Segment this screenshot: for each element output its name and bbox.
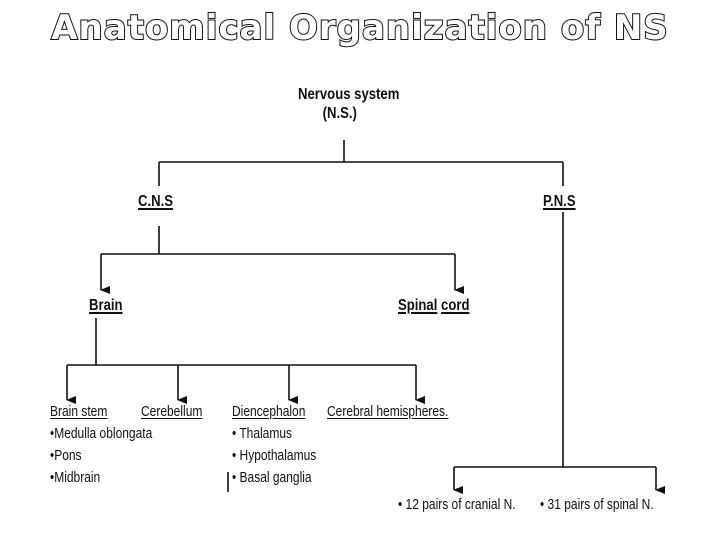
- cerebellum-group: Cerebellum: [141, 401, 202, 423]
- brain-node: Brain: [89, 297, 123, 314]
- pns-spinal-nerves: • 31 pairs of spinal N.: [540, 496, 654, 513]
- brain-stem-group: Brain stem •Medulla oblongata •Pons •Mid…: [50, 401, 152, 489]
- pns-cranial-nerves: • 12 pairs of cranial N.: [398, 496, 516, 513]
- spinal-cord-node: Spinal cord: [398, 296, 469, 315]
- spinal-cord-word2: cord: [441, 297, 470, 314]
- brain-stem-item: •Midbrain: [50, 469, 101, 486]
- pns-node: P.N.S: [543, 193, 576, 210]
- cns-node: C.N.S: [138, 193, 173, 210]
- root-label-line1: Nervous system: [298, 86, 400, 103]
- cerebral-hemispheres-heading: Cerebral hemispheres.: [327, 403, 449, 420]
- cerebral-hemispheres-group: Cerebral hemispheres.: [327, 401, 448, 423]
- diencephalon-item: • Hypothalamus: [232, 447, 317, 464]
- spinal-cord-word1: Spinal: [398, 297, 438, 314]
- diencephalon-item: • Thalamus: [232, 425, 293, 442]
- diencephalon-item: • Basal ganglia: [232, 469, 312, 486]
- diencephalon-heading: Diencephalon: [232, 403, 306, 420]
- brain-stem-item: •Pons: [50, 447, 82, 464]
- root-node: Nervous system (N.S.): [298, 85, 399, 123]
- brain-stem-item: •Medulla oblongata: [50, 425, 153, 442]
- brain-stem-heading: Brain stem: [50, 403, 108, 420]
- cerebellum-heading: Cerebellum: [141, 403, 203, 420]
- page-title: Anatomical Organization of NS: [50, 7, 669, 49]
- diencephalon-group: Diencephalon • Thalamus • Hypothalamus •…: [232, 401, 316, 489]
- root-label-line2: (N.S.): [322, 105, 357, 122]
